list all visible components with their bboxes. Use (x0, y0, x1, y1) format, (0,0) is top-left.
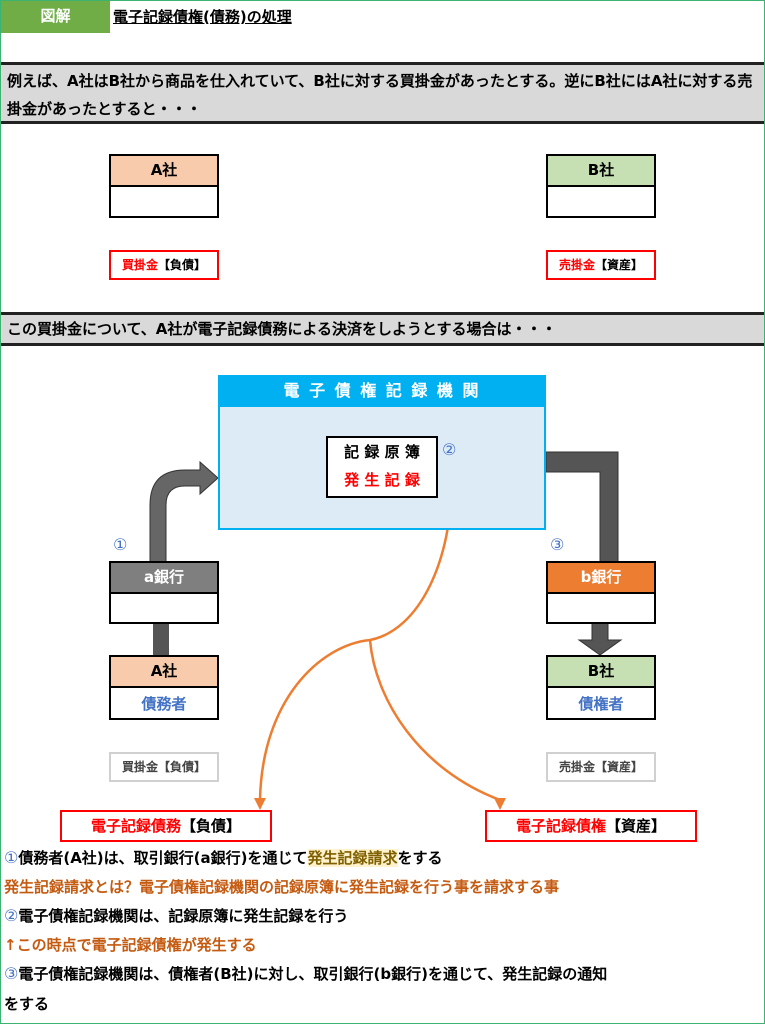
a-company-name: A社 (111, 657, 217, 688)
record-label: 発 生 記 録 (344, 471, 420, 489)
note1-text: 債務者(A社)は、取引銀行(a銀行)を通じて (18, 849, 308, 867)
old-payable-label: 買掛金【負債】 (109, 752, 219, 782)
step1-marker: ① (113, 535, 128, 554)
payable-label: 買掛金【負債】 (109, 250, 219, 280)
arrow-b-bank-to-b-company (577, 622, 623, 656)
b-company-box: B社 (546, 154, 656, 218)
note-line-3: ②電子債権記録機関は、記録原簿に発生記録を行う (4, 905, 348, 926)
old-receivable-label: 売掛金【資産】 (546, 752, 656, 782)
step2-marker: ② (442, 440, 457, 459)
liability-text: 【負債】 (158, 258, 207, 272)
connector-a-bank-a-company (153, 623, 169, 656)
b-company-label: B社 (548, 156, 654, 187)
arrowhead-claim (494, 798, 506, 810)
a-company-debtor-box: A社 債務者 (109, 655, 219, 720)
note3-num: ② (4, 906, 19, 925)
asset-text: 【資産】 (595, 258, 644, 272)
note1-highlight: 発生記録請求 (307, 849, 398, 867)
page-title: 電子記録債権(債務)の処理 (113, 8, 292, 26)
e-debt-sub: 【負債】 (181, 817, 242, 835)
note5-text: 電子債権記録機関は、債権者(B社)に対し、取引銀行(b銀行)を通じて、発生記録の… (18, 965, 608, 983)
e-claim-text: 電子記録債権 (515, 817, 606, 835)
receivable-text: 売掛金 (558, 258, 595, 272)
intro-band: 例えば、A社はB社から商品を仕入れていて、B社に対する買掛金があったとする。逆に… (1, 62, 764, 124)
e-debt-label: 電子記録債務【負債】 (60, 810, 272, 842)
scenario-band: この買掛金について、A社が電子記録債務による決済をしようとする場合は・・・ (1, 312, 764, 346)
note-line-4: ↑この時点で電子記録債権が発生する (4, 936, 257, 954)
b-company-creditor-box: B社 債権者 (546, 655, 656, 720)
a-bank-label: a銀行 (111, 563, 217, 594)
arrow-a-bank-to-institution (149, 460, 219, 563)
diagram-tag: 図解 (1, 1, 110, 33)
creditor-role: 債権者 (578, 695, 624, 713)
note-line-1: ①債務者(A社)は、取引銀行(a銀行)を通じて発生記録請求をする (4, 847, 443, 868)
note-line-6: をする (4, 995, 50, 1013)
arrowhead-debt (254, 798, 266, 810)
a-company-label: A社 (111, 156, 217, 187)
debtor-role: 債務者 (141, 695, 187, 713)
note3-text: 電子債権記録機関は、記録原簿に発生記録を行う (18, 907, 349, 925)
a-bank-box: a銀行 (109, 561, 219, 624)
ledger-label: 記 録 原 簿 (344, 443, 420, 461)
note-line-5: ③電子債権記録機関は、債権者(B社)に対し、取引銀行(b銀行)を通じて、発生記録… (4, 963, 607, 984)
a-company-box: A社 (109, 154, 219, 218)
e-debt-text: 電子記録債務 (90, 817, 181, 835)
note-line-2: 発生記録請求とは？電子債権記録機関の記録原簿に発生記録を行う事を請求する事 (4, 878, 560, 896)
e-claim-sub: 【資産】 (606, 817, 667, 835)
note1-end: をする (397, 849, 443, 867)
institution-title: 電 子 債 権 記 録 機 関 (220, 377, 544, 407)
note1-num: ① (4, 848, 19, 867)
b-company-name: B社 (548, 657, 654, 688)
payable-text: 買掛金 (121, 258, 158, 272)
b-bank-box: b銀行 (546, 561, 656, 624)
curve-to-claim (368, 639, 501, 802)
ledger-box: 記 録 原 簿 発 生 記 録 (326, 436, 438, 498)
step3-marker: ③ (550, 535, 565, 554)
note5-num: ③ (4, 964, 19, 983)
receivable-label: 売掛金【資産】 (546, 250, 656, 280)
e-claim-label: 電子記録債権【資産】 (485, 810, 697, 842)
b-bank-label: b銀行 (548, 563, 654, 594)
